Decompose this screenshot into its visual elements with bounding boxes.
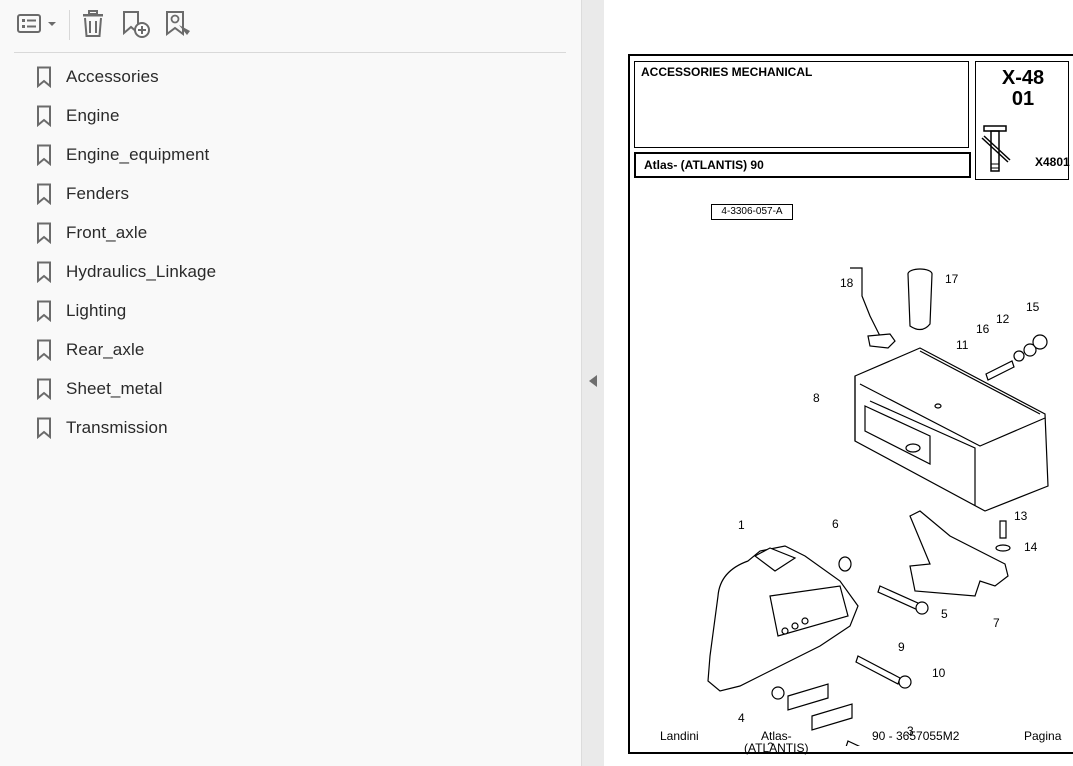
model-box: Atlas- (ATLANTIS) 90 <box>634 152 971 178</box>
callout-8: 8 <box>813 391 820 405</box>
footer-page: Pagina <box>1024 729 1062 743</box>
collapse-panel-icon[interactable] <box>589 375 597 387</box>
title-box: ACCESSORIES MECHANICAL <box>634 61 969 148</box>
document-view[interactable]: ACCESSORIES MECHANICAL Atlas- (ATLANTIS)… <box>604 0 1073 766</box>
footer-brand: Landini <box>660 729 699 743</box>
callout-5: 5 <box>941 607 948 621</box>
bookmark-label: Front_axle <box>66 223 148 242</box>
footer-model-line1: Atlas- <box>761 729 792 743</box>
callout-4: 4 <box>738 711 745 725</box>
list-options-icon <box>17 14 56 33</box>
callout-1: 1 <box>738 518 745 532</box>
bookmark-rear-axle[interactable]: Rear_axle <box>0 331 580 370</box>
reference-code: X-48 01 <box>976 68 1070 110</box>
callout-2: 2 <box>767 740 774 746</box>
bookmark-accessories[interactable]: Accessories <box>0 58 580 97</box>
bookmark-icon <box>37 378 51 400</box>
toolbar-divider <box>69 10 70 40</box>
bookmark-lighting[interactable]: Lighting <box>0 292 580 331</box>
bookmark-icon <box>37 261 51 283</box>
callout-14: 14 <box>1024 540 1038 554</box>
bookmark-fenders[interactable]: Fenders <box>0 175 580 214</box>
add-bookmark-button[interactable] <box>120 8 152 40</box>
callout-7: 7 <box>993 616 1000 630</box>
bookmark-label: Engine_equipment <box>66 145 210 164</box>
bookmark-icon <box>37 300 51 322</box>
callout-18: 18 <box>840 276 854 290</box>
bookmark-icon <box>37 417 51 439</box>
bookmark-label: Accessories <box>66 67 159 86</box>
ballast-pin-thumbnail-icon <box>981 125 1011 172</box>
bookmark-transmission[interactable]: Transmission <box>0 409 580 448</box>
callout-15: 15 <box>1026 300 1040 314</box>
bookmark-label: Transmission <box>66 418 168 437</box>
bookmark-search-button[interactable] <box>162 8 196 40</box>
reference-code-line2: 01 <box>1011 88 1035 110</box>
footer-model-line2: (ATLANTIS) <box>744 741 809 755</box>
bookmark-label: Rear_axle <box>66 340 145 359</box>
reference-box: X-48 01 X4801 <box>975 61 1070 180</box>
bracket <box>909 510 1009 597</box>
bookmark-search-icon <box>166 11 190 36</box>
callout-17: 17 <box>945 272 959 286</box>
trash-icon <box>83 10 103 37</box>
bookmark-label: Fenders <box>66 184 130 203</box>
document-page: ACCESSORIES MECHANICAL Atlas- (ATLANTIS)… <box>628 54 1073 755</box>
callout-11: 11 <box>956 338 969 352</box>
bookmarks-toolbar <box>0 0 581 53</box>
bookmark-label: Sheet_metal <box>66 379 163 398</box>
callout-10: 10 <box>932 666 946 680</box>
panel-splitter[interactable] <box>582 0 604 766</box>
options-menu-button[interactable] <box>14 8 60 40</box>
parts-diagram: 18 17 15 12 16 11 8 1 6 13 14 5 7 9 10 4… <box>707 267 1049 746</box>
delete-bookmark-button[interactable] <box>78 8 108 40</box>
bookmark-engine[interactable]: Engine <box>0 97 580 136</box>
bookmark-hydraulics-linkage[interactable]: Hydraulics_Linkage <box>0 253 580 292</box>
bookmark-front-axle[interactable]: Front_axle <box>0 214 580 253</box>
callout-9: 9 <box>898 640 905 654</box>
add-bookmark-icon <box>123 11 150 38</box>
bookmark-label: Lighting <box>66 301 127 320</box>
bookmarks-panel: Accessories Engine Engine_equipment Fend… <box>0 0 582 766</box>
reference-image-code: X4801 <box>1035 155 1070 169</box>
bookmark-icon <box>37 183 51 205</box>
bookmark-icon <box>37 339 51 361</box>
diagram-code: 4-3306-057-A <box>711 204 793 220</box>
bookmark-icon <box>37 105 51 127</box>
callout-13: 13 <box>1014 509 1028 523</box>
callout-16: 16 <box>976 322 990 336</box>
bookmark-icon <box>37 144 51 166</box>
reference-code-line1: X-48 <box>1001 67 1045 89</box>
bookmark-engine-equipment[interactable]: Engine_equipment <box>0 136 580 175</box>
footer-part-number: 90 - 3657055M2 <box>872 729 960 743</box>
model-label: Atlas- (ATLANTIS) 90 <box>644 158 764 172</box>
bookmark-icon <box>37 222 51 244</box>
page-title: ACCESSORIES MECHANICAL <box>641 65 813 79</box>
bookmark-label: Engine <box>66 106 120 125</box>
bookmark-sheet-metal[interactable]: Sheet_metal <box>0 370 580 409</box>
bookmark-icon <box>37 66 51 88</box>
callout-6: 6 <box>832 517 839 531</box>
callout-12: 12 <box>996 312 1010 326</box>
toolbar-separator <box>14 52 566 53</box>
callout-3: 3 <box>907 724 914 738</box>
bookmark-label: Hydraulics_Linkage <box>66 262 217 281</box>
